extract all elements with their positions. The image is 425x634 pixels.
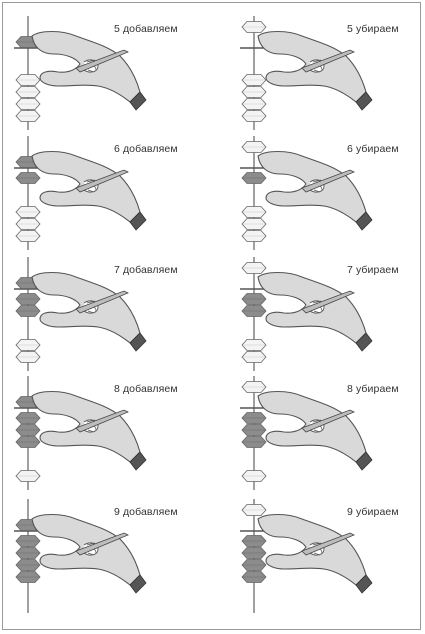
lower-bead [242,471,266,482]
lower-bead [16,352,40,363]
lower-bead [16,99,40,110]
hand-illustration [258,273,372,352]
hand-illustration [258,392,372,471]
lower-bead [242,572,266,583]
hand-illustration [32,392,146,471]
lower-bead [242,437,266,448]
panel-right-7: 7 убираем [240,253,425,377]
panel-right-9: 9 убираем [240,495,425,619]
step-caption: 5 убираем [347,23,399,35]
step-caption: 9 убираем [347,506,399,518]
lower-bead [242,294,266,305]
lower-bead [242,111,266,122]
lower-bead [242,425,266,436]
step-caption: 6 убираем [347,143,399,155]
hand-illustration [258,515,372,594]
lower-bead [16,87,40,98]
lower-bead [16,294,40,305]
lower-bead [16,560,40,571]
lower-bead [242,560,266,571]
step-caption: 7 добавляем [114,264,178,276]
lower-bead [16,207,40,218]
lower-bead [242,536,266,547]
step-caption: 8 убираем [347,383,399,395]
panel-left-7: 7 добавляем [14,253,219,377]
upper-bead [242,22,266,33]
lower-bead [16,572,40,583]
lower-bead [242,173,266,184]
lower-bead [16,75,40,86]
hand-illustration [258,32,372,111]
hand-illustration [32,515,146,594]
step-caption: 6 добавляем [114,143,178,155]
lower-bead [16,340,40,351]
lower-bead [16,437,40,448]
lower-bead [242,87,266,98]
lower-bead [16,219,40,230]
upper-bead [242,142,266,153]
panel-left-9: 9 добавляем [14,495,219,619]
lower-bead [242,306,266,317]
panel-left-5: 5 добавляем [14,12,219,136]
step-caption: 7 убираем [347,264,399,276]
step-caption: 5 добавляем [114,23,178,35]
lower-bead [16,471,40,482]
hand-illustration [258,152,372,231]
lower-bead [242,231,266,242]
panel-right-8: 8 убираем [240,372,425,496]
lower-bead [242,207,266,218]
lower-bead [242,340,266,351]
hand-illustration [32,32,146,111]
lower-bead [16,173,40,184]
lower-bead [16,425,40,436]
upper-bead [242,382,266,393]
panel-right-6: 6 убираем [240,132,425,256]
lower-bead [16,548,40,559]
lower-bead [242,548,266,559]
lower-bead [16,306,40,317]
step-caption: 9 добавляем [114,506,178,518]
lower-bead [242,219,266,230]
panel-left-6: 6 добавляем [14,132,219,256]
lower-bead [16,231,40,242]
lower-bead [242,75,266,86]
lower-bead [242,413,266,424]
lower-bead [16,536,40,547]
lower-bead [242,352,266,363]
hand-illustration [32,273,146,352]
panel-right-5: 5 убираем [240,12,425,136]
upper-bead [242,263,266,274]
lower-bead [242,99,266,110]
lower-bead [16,413,40,424]
lower-bead [16,111,40,122]
hand-illustration [32,152,146,231]
step-caption: 8 добавляем [114,383,178,395]
upper-bead [242,505,266,516]
panel-left-8: 8 добавляем [14,372,219,496]
